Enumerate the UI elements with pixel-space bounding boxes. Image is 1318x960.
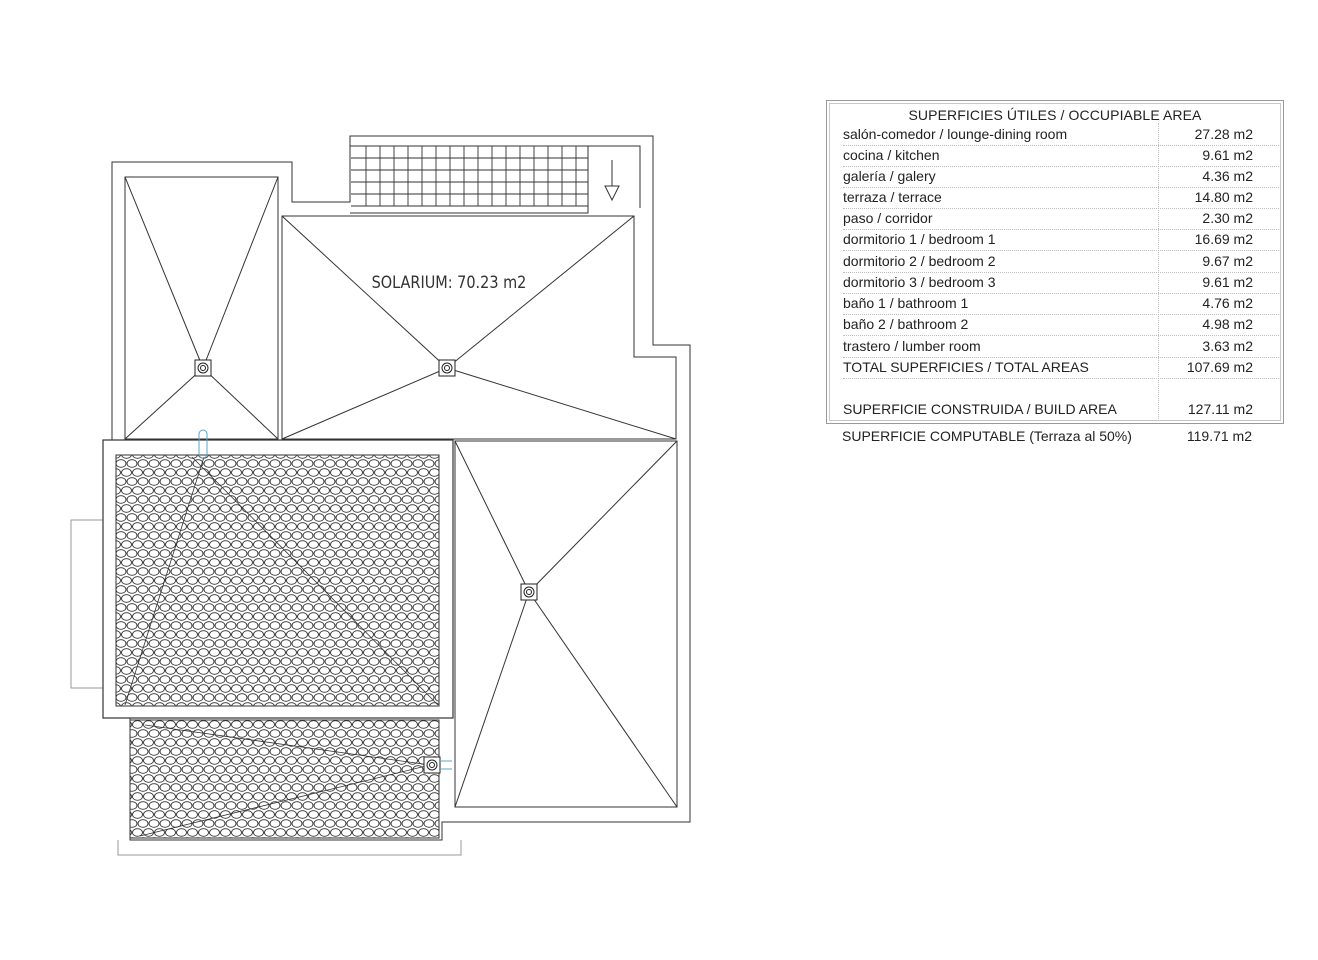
- area-value: 14.80 m2: [1194, 189, 1253, 205]
- drain-icon: [194, 359, 212, 377]
- area-label: trastero / lumber room: [843, 338, 981, 354]
- area-row: baño 1 / bathroom 1 4.76 m2: [843, 293, 1279, 315]
- drain-icon: [438, 359, 456, 377]
- areas-title: SUPERFICIES ÚTILES / OCCUPIABLE AREA: [908, 107, 1202, 123]
- area-row: baño 2 / bathroom 2 4.98 m2: [843, 314, 1279, 336]
- area-label: dormitorio 3 / bedroom 3: [843, 274, 996, 290]
- area-label: dormitorio 2 / bedroom 2: [843, 253, 996, 269]
- area-row: cocina / kitchen 9.61 m2: [843, 145, 1279, 167]
- solarium-area: [281, 215, 677, 440]
- eave-line: [117, 840, 462, 856]
- area-value: 4.36 m2: [1202, 168, 1253, 184]
- built-area-value: 127.11 m2: [1187, 401, 1253, 417]
- areas-table: SUPERFICIES ÚTILES / OCCUPIABLE AREA sal…: [826, 100, 1284, 424]
- drain-pipe: [198, 429, 452, 770]
- stair-arrow: [604, 185, 620, 202]
- area-value: 3.63 m2: [1202, 338, 1253, 354]
- area-label: baño 2 / bathroom 2: [843, 316, 969, 332]
- area-label: terraza / terrace: [843, 189, 942, 205]
- area-label: galería / galery: [843, 168, 936, 184]
- area-label: dormitorio 1 / bedroom 1: [843, 231, 996, 247]
- total-value: 107.69 m2: [1186, 359, 1253, 375]
- area-row: dormitorio 1 / bedroom 1 16.69 m2: [843, 229, 1279, 251]
- area-row: salón-comedor / lounge-dining room 27.28…: [843, 124, 1279, 146]
- area-row: trastero / lumber room 3.63 m2: [843, 336, 1279, 358]
- area-label: salón-comedor / lounge-dining room: [843, 126, 1068, 142]
- drain-icon: [520, 583, 538, 601]
- computable-area-value: 119.71 m2: [1186, 428, 1252, 444]
- area-label: cocina / kitchen: [843, 147, 940, 163]
- area-row: dormitorio 3 / bedroom 3 9.61 m2: [843, 272, 1279, 294]
- roof-plan: SOLARIUM: 70.23 m2: [70, 135, 691, 856]
- area-value: 4.98 m2: [1202, 316, 1253, 332]
- side-projection: [70, 519, 103, 689]
- built-area-row: SUPERFICIE CONSTRUIDA / BUILD AREA 127.1…: [843, 399, 1279, 421]
- gravel-roof-upper: [102, 439, 454, 719]
- area-row: paso / corridor 2.30 m2: [843, 208, 1279, 230]
- area-value: 2.30 m2: [1202, 210, 1253, 226]
- area-row: dormitorio 2 / bedroom 2 9.67 m2: [843, 251, 1279, 273]
- area-value: 27.28 m2: [1194, 126, 1253, 142]
- total-row: TOTAL SUPERFICIES / TOTAL AREAS 107.69 m…: [843, 357, 1279, 379]
- drain-icon: [423, 756, 441, 774]
- area-value: 4.76 m2: [1202, 295, 1253, 311]
- staircase: [350, 145, 641, 214]
- built-area-label: SUPERFICIE CONSTRUIDA / BUILD AREA: [843, 401, 1117, 417]
- area-value: 9.67 m2: [1202, 253, 1253, 269]
- area-value: 9.61 m2: [1202, 147, 1253, 163]
- area-row: galería / galery 4.36 m2: [843, 166, 1279, 188]
- computable-area-row: SUPERFICIE COMPUTABLE (Terraza al 50%) 1…: [842, 426, 1278, 446]
- gravel-roof-lower: [129, 719, 440, 839]
- computable-area-label: SUPERFICIE COMPUTABLE (Terraza al 50%): [842, 428, 1132, 444]
- area-row: terraza / terrace 14.80 m2: [843, 187, 1279, 209]
- area-value: 16.69 m2: [1194, 231, 1253, 247]
- solarium-label: SOLARIUM: 70.23 m2: [372, 272, 527, 292]
- roof-slope-right: [454, 440, 678, 808]
- area-value: 9.61 m2: [1202, 274, 1253, 290]
- total-label: TOTAL SUPERFICIES / TOTAL AREAS: [843, 359, 1089, 375]
- area-label: baño 1 / bathroom 1: [843, 295, 969, 311]
- roof-slope-left: [124, 176, 279, 440]
- area-label: paso / corridor: [843, 210, 933, 226]
